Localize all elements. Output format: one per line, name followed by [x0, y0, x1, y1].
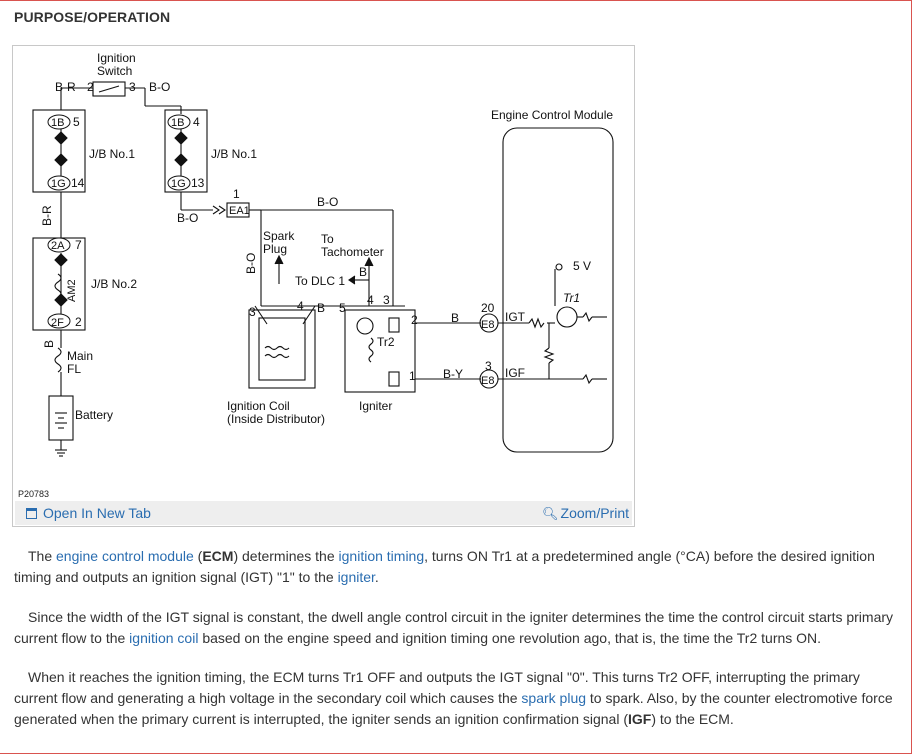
wiring-diagram[interactable]: Ignition Switch B-R 2 3 B-O 1B 5 1B 4 J/… [15, 48, 632, 500]
text: . [374, 569, 379, 585]
label-pin4c: 4 [367, 293, 374, 307]
label-br-top: B-R [55, 80, 76, 94]
label-jb1-a: J/B No.1 [89, 147, 135, 161]
link-spark-plug[interactable]: spark plug [521, 690, 587, 706]
open-in-new-tab-link[interactable]: Open In New Tab [26, 505, 151, 521]
wiring-diagram-svg: Ignition Switch B-R 2 3 B-O 1B 5 1B 4 J/… [32, 51, 614, 457]
label-pin4b: 4 [297, 299, 304, 313]
label-pin3a: 3 [249, 305, 256, 319]
text: ( [193, 548, 203, 564]
label-jb1-b: J/B No.1 [211, 147, 257, 161]
text: ) determines the [233, 548, 339, 564]
link-ignition-coil[interactable]: ignition coil [129, 630, 199, 646]
label-pin14: 14 [71, 176, 85, 190]
label-pin3b: 3 [383, 293, 390, 307]
label-main: Main [67, 349, 93, 363]
new-tab-icon [26, 508, 37, 519]
label-b-left: B [42, 340, 56, 348]
label-pin2c: 2 [411, 313, 418, 327]
label-pin4a: 4 [193, 115, 200, 129]
label-switch: Switch [97, 64, 132, 78]
label-1b-b: 1B [171, 117, 184, 129]
label-bo-top: B-O [149, 80, 170, 94]
label-tachometer: Tachometer [321, 245, 384, 259]
text: based on the engine speed and ignition t… [198, 630, 822, 646]
label-b-mid: B [317, 301, 325, 315]
label-pin7: 7 [75, 238, 82, 252]
magnifier-icon: 🔍︎ [542, 506, 559, 521]
label-coil-2: (Inside Distributor) [227, 412, 325, 426]
label-jb2: J/B No.2 [91, 277, 137, 291]
figure-toolbar [15, 501, 632, 525]
label-2f: 2F [51, 317, 64, 329]
label-tr1: Tr1 [563, 291, 580, 305]
label-1b-a: 1B [51, 117, 64, 129]
label-pin2b: 2 [75, 315, 82, 329]
text: When it reaches the ignition timing, the… [14, 669, 860, 706]
label-b-igt: B [451, 311, 459, 325]
label-br-vert: B-R [40, 205, 54, 226]
open-in-new-tab-label: Open In New Tab [43, 505, 151, 521]
label-pin5b: 5 [339, 301, 346, 315]
label-2a: 2A [51, 240, 65, 252]
label-ignition: Ignition [97, 51, 136, 65]
label-ea1: EA1 [229, 205, 250, 217]
label-b-tach: B [359, 265, 367, 279]
label-5v: 5 V [573, 259, 591, 273]
figure-code: P20783 [18, 489, 50, 499]
label-by: B-Y [443, 367, 463, 381]
label-igniter: Igniter [359, 399, 392, 413]
paragraph-ecm-timing: The engine control module (ECM) determin… [14, 546, 894, 588]
label-pin20: 20 [481, 301, 495, 315]
label-igt: IGT [505, 310, 526, 324]
label-bo-mid: B-O [317, 195, 338, 209]
label-battery: Battery [75, 408, 113, 422]
label-spark: Spark [263, 229, 295, 243]
label-fl: FL [67, 362, 81, 376]
text: ) to the ECM. [651, 711, 734, 727]
label-am2: AM2 [66, 279, 78, 302]
label-e8-b: E8 [481, 375, 494, 387]
label-pin5: 5 [73, 115, 80, 129]
section-heading: PURPOSE/OPERATION [14, 9, 171, 25]
link-engine-control-module[interactable]: engine control module [56, 548, 194, 564]
label-pin13: 13 [191, 176, 205, 190]
label-ecm: Engine Control Module [491, 108, 613, 122]
label-pin1a: 1 [233, 187, 240, 201]
text: , turns ON Tr1 at a predetermined angle … [14, 548, 875, 585]
paragraph-ignition-timing: When it reaches the ignition timing, the… [14, 667, 894, 730]
label-1g-b: 1G [171, 178, 186, 190]
label-bo-vert: B-O [244, 253, 258, 274]
label-pin2: 2 [87, 80, 94, 94]
text: The [28, 548, 57, 564]
figure-box: Ignition Switch B-R 2 3 B-O 1B 5 1B 4 J/… [12, 45, 635, 527]
paragraph-igt-width: Since the width of the IGT signal is con… [14, 607, 894, 649]
zoom-print-link[interactable]: 🔍︎Zoom/Print [542, 505, 629, 522]
text: to spark. Also, by the counter electromo… [14, 690, 893, 727]
text: Since the width of the IGT signal is con… [14, 609, 894, 646]
text-ecm: ECM [202, 548, 234, 564]
label-pin1b: 1 [409, 369, 416, 383]
label-pin3: 3 [129, 80, 136, 94]
label-plug: Plug [263, 242, 287, 256]
zoom-print-label: Zoom/Print [560, 505, 629, 521]
text-igf: IGF [628, 711, 652, 727]
label-igf: IGF [505, 366, 525, 380]
label-pin3c: 3 [485, 359, 492, 373]
label-bo-left: B-O [177, 211, 198, 225]
label-to-dlc: To DLC 1 [295, 274, 345, 288]
label-coil-1: Ignition Coil [227, 399, 290, 413]
label-tr2: Tr2 [377, 335, 395, 349]
link-igniter[interactable]: igniter [337, 569, 375, 585]
label-1g-a: 1G [51, 178, 66, 190]
label-e8-a: E8 [481, 319, 494, 331]
link-ignition-timing[interactable]: ignition timing [338, 548, 425, 564]
label-to: To [321, 232, 334, 246]
